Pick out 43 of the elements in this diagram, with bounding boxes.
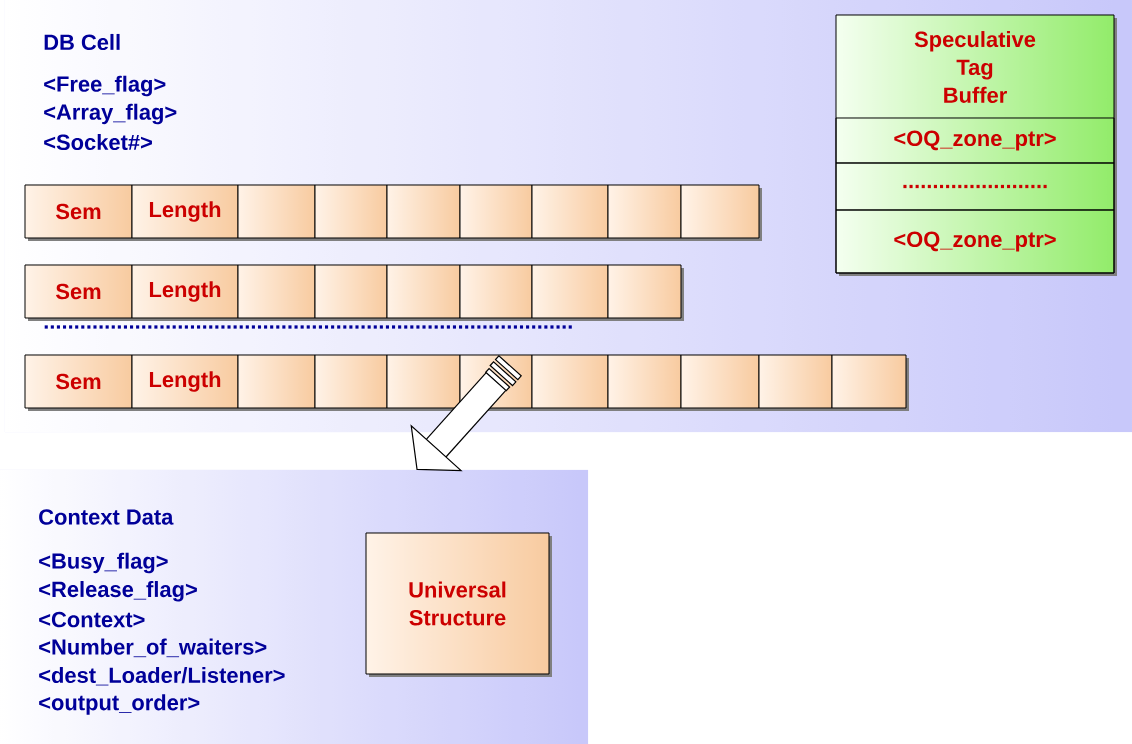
field-name: <Socket#>	[44, 133, 152, 151]
table-cell	[314, 264, 390, 321]
field-name: <output_order>	[39, 694, 200, 715]
field-name: <Busy_flag>	[39, 552, 168, 574]
field-name: <Number_of_waiters>	[39, 638, 267, 658]
table-cell	[386, 184, 463, 241]
buffer-row: ........................	[835, 162, 1115, 211]
field-name: <Context>	[39, 611, 145, 628]
table-cell	[531, 354, 611, 411]
field-name: <Release_flag>	[39, 581, 197, 602]
table-cell	[680, 354, 762, 411]
table-cell	[831, 354, 909, 411]
panel-heading: Context Data	[39, 509, 174, 525]
table-cell	[531, 184, 611, 241]
field-name: <dest_Loader/Listener>	[39, 666, 285, 686]
panel-heading: DB Cell	[44, 33, 120, 51]
table-cell	[237, 184, 318, 241]
table-cell	[237, 354, 318, 411]
table-cell	[758, 354, 835, 411]
table-cell: Sem	[24, 354, 135, 411]
structure-box: Universal Structure	[365, 532, 552, 677]
buffer-row: <OQ_zone_ptr>	[835, 209, 1115, 274]
table-cell	[607, 184, 684, 241]
field-name: <Free_flag>	[44, 75, 166, 97]
table-cell	[459, 184, 535, 241]
table-cell: Length	[131, 354, 241, 411]
table-cell	[531, 264, 611, 321]
table-cell: Sem	[24, 264, 135, 321]
table-cell	[314, 184, 390, 241]
table-cell	[459, 264, 535, 321]
table-cell	[237, 264, 318, 321]
table-cell	[607, 354, 684, 411]
table-cell: Length	[131, 184, 241, 241]
table-cell	[680, 184, 762, 241]
table-cell	[607, 264, 684, 321]
table-cell: Length	[131, 264, 241, 321]
table-cell	[386, 264, 463, 321]
dotted-separator: .......................................................................................	[44, 325, 572, 329]
table-cell	[314, 354, 390, 411]
field-name: <Array_flag>	[44, 103, 177, 125]
buffer-row: <OQ_zone_ptr>	[835, 117, 1115, 164]
block-arrow	[410, 355, 523, 472]
table-cell: Sem	[24, 184, 135, 241]
